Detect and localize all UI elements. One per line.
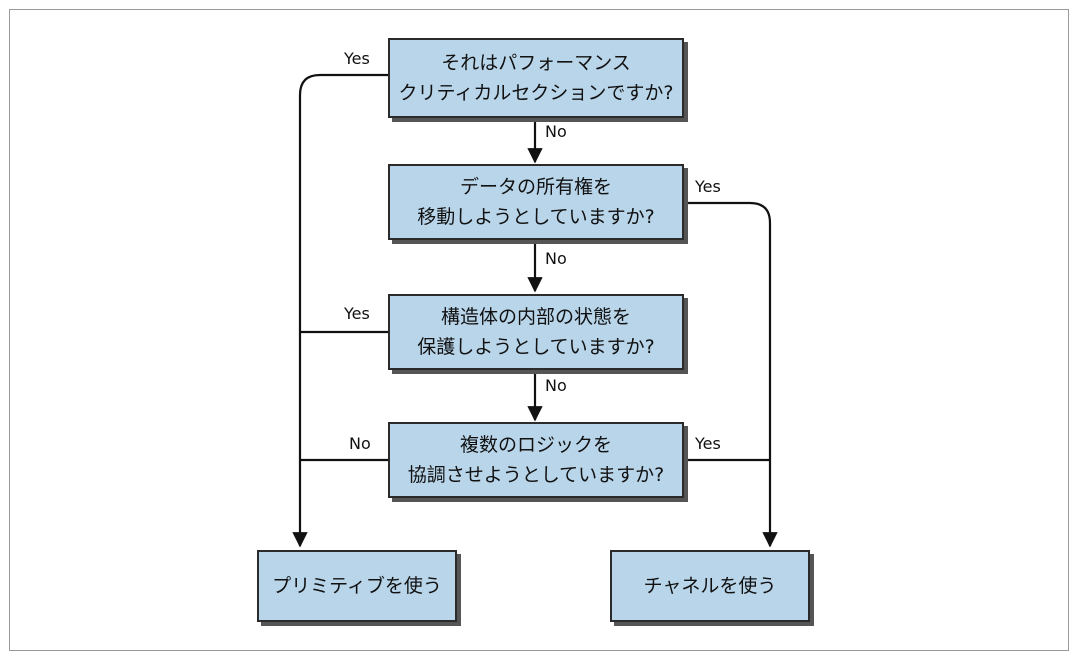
label-q3-no: No — [545, 376, 567, 395]
label-q1-no: No — [545, 122, 567, 141]
edge-q1-yes — [292, 73, 388, 548]
edge-q2-yes — [684, 201, 778, 548]
question-performance-critical-line1: それはパフォーマンス — [441, 52, 631, 74]
question-coordinate-logic-box: 複数のロジックを 協調させようとしていますか? — [388, 422, 684, 498]
question-protect-state-line2: 保護しようとしていますか? — [417, 336, 655, 358]
question-protect-state-box: 構造体の内部の状態を 保護しようとしていますか? — [388, 294, 684, 370]
question-ownership-transfer-box: データの所有権を 移動しようとしていますか? — [388, 164, 684, 240]
label-q1-yes: Yes — [344, 49, 370, 68]
use-primitive-label: プリミティブを使う — [272, 575, 442, 597]
question-ownership-transfer-line1: データの所有権を — [459, 176, 612, 198]
label-q4-yes: Yes — [695, 434, 721, 453]
question-performance-critical-box: それはパフォーマンス クリティカルセクションですか? — [388, 38, 684, 118]
question-ownership-transfer-line2: 移動しようとしていますか? — [417, 206, 655, 228]
label-q4-no: No — [349, 434, 371, 453]
question-coordinate-logic-line2: 協調させようとしていますか? — [407, 464, 665, 486]
use-primitive-box: プリミティブを使う — [257, 550, 457, 622]
label-q3-yes: Yes — [344, 304, 370, 323]
use-channel-label: チャネルを使う — [643, 575, 777, 597]
label-q2-yes: Yes — [695, 177, 721, 196]
question-protect-state-line1: 構造体の内部の状態を — [440, 306, 631, 328]
question-performance-critical-line2: クリティカルセクションですか? — [398, 82, 674, 104]
label-q2-no: No — [545, 249, 567, 268]
question-coordinate-logic-line1: 複数のロジックを — [459, 434, 612, 456]
use-channel-box: チャネルを使う — [610, 550, 810, 622]
